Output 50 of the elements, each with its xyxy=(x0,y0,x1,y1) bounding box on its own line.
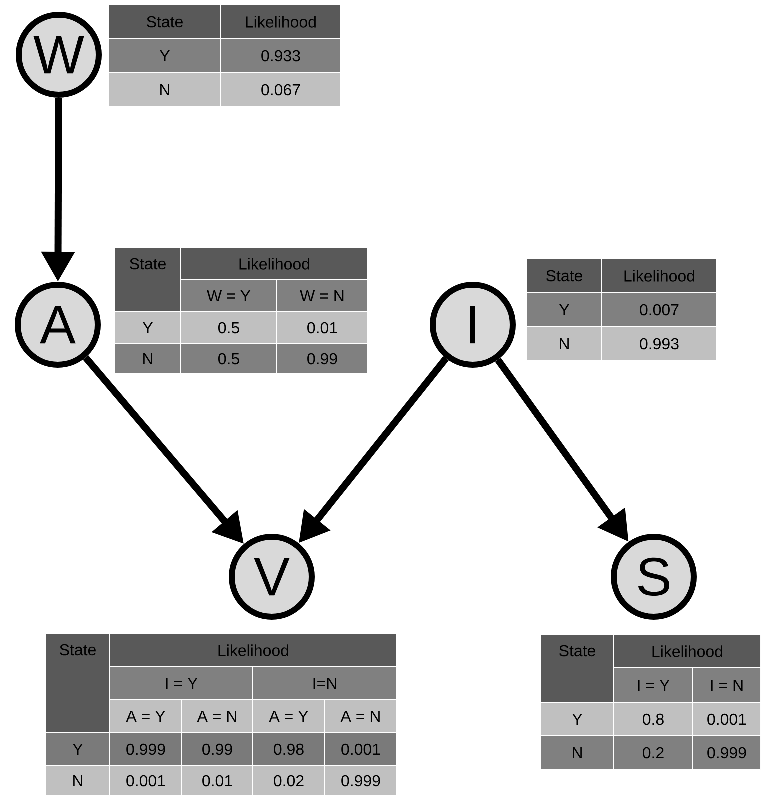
table-cell: 0.999 xyxy=(324,766,398,796)
table-cell: W = Y xyxy=(180,280,278,312)
table-cell: Likelihood xyxy=(110,634,398,668)
table-cell: Y xyxy=(526,292,602,328)
table-cell: 0.2 xyxy=(614,736,694,770)
table-cell: 0.5 xyxy=(180,312,278,344)
table-cell: 0.001 xyxy=(324,732,398,766)
table-cell: Y xyxy=(540,702,614,736)
table-cell: Y xyxy=(114,312,182,344)
table-cell: I = Y xyxy=(110,666,254,700)
table-cell: State xyxy=(108,4,222,40)
table-cell: Y xyxy=(46,732,110,766)
table-cell: N xyxy=(540,736,614,770)
table-cell: Likelihood xyxy=(614,634,761,668)
table-cell: 0.5 xyxy=(180,344,278,374)
table-cell: State xyxy=(526,258,602,294)
table-cell: 0.001 xyxy=(692,702,761,736)
table-cell: A = N xyxy=(182,700,254,734)
table-cell: 0.8 xyxy=(614,702,694,736)
table-cell: A = Y xyxy=(110,700,182,734)
table-cell: W = N xyxy=(276,280,368,312)
table-cell: State xyxy=(46,634,110,734)
table-cell: I = N xyxy=(692,668,761,704)
table-cell: 0.067 xyxy=(220,72,342,108)
table-cell: 0.02 xyxy=(252,766,326,796)
table-cell: 0.007 xyxy=(602,292,718,328)
table-cell: 0.01 xyxy=(276,312,368,344)
table-cell: 0.001 xyxy=(110,766,182,796)
table-cell: Y xyxy=(108,38,222,74)
table-cell: N xyxy=(114,344,182,374)
table-cell: A = Y xyxy=(252,700,326,734)
table-cell: 0.99 xyxy=(182,732,254,766)
table-cell: N xyxy=(526,326,602,362)
table-cell: 0.98 xyxy=(252,732,326,766)
table-cell: 0.999 xyxy=(692,736,761,770)
table-cell: Likelihood xyxy=(180,248,368,280)
table-cell: 0.999 xyxy=(110,732,182,766)
table-cell: 0.993 xyxy=(602,326,718,362)
table-cell: 0.01 xyxy=(182,766,254,796)
table-cell: Likelihood xyxy=(602,258,718,294)
table-cell: I = Y xyxy=(614,668,694,704)
table-cell: N xyxy=(46,766,110,796)
table-cell: State xyxy=(540,634,614,704)
table-cell: 0.99 xyxy=(276,344,368,374)
table-cell: State xyxy=(114,248,182,312)
table-cell: Likelihood xyxy=(220,4,342,40)
table-cell: N xyxy=(108,72,222,108)
table-cell: I=N xyxy=(252,666,398,700)
table-cell: 0.933 xyxy=(220,38,342,74)
table-cell: A = N xyxy=(324,700,398,734)
